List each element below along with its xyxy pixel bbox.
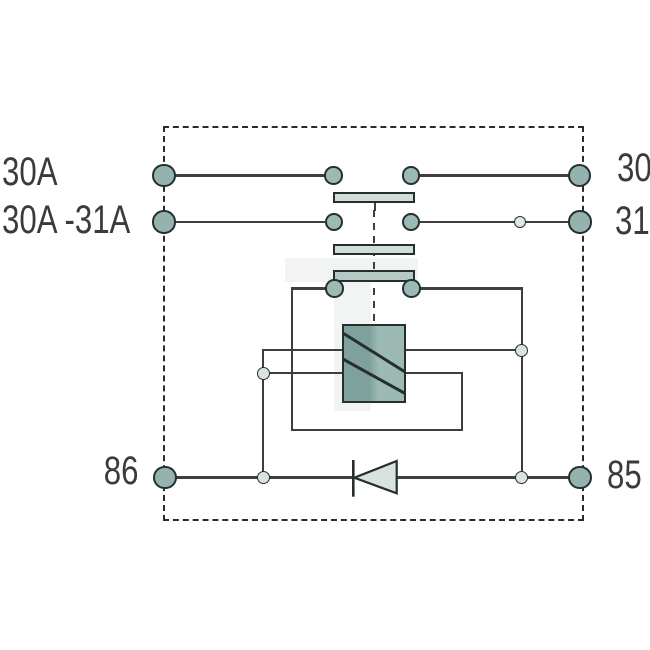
diode-triangle xyxy=(351,459,398,495)
terminal-30a-circle xyxy=(152,163,176,188)
terminal-30a31a-circle xyxy=(152,210,176,234)
wire-contact-to-31 xyxy=(410,220,581,224)
relay-housing-outline xyxy=(162,126,584,522)
actuator-dashed-line xyxy=(372,210,376,324)
coil-hatch-line xyxy=(343,356,404,394)
wire-bridge-tick xyxy=(373,201,377,211)
contact-point xyxy=(401,166,421,185)
label-terminal-86: 86 xyxy=(103,449,138,493)
terminal-85-circle xyxy=(568,465,592,490)
label-terminal-30a31a: 30A -31A xyxy=(2,198,131,242)
terminal-30-circle xyxy=(567,163,592,188)
label-terminal-30: 30 xyxy=(617,146,650,190)
junction-dot xyxy=(515,343,528,357)
relay-coil xyxy=(341,323,406,403)
contact-point xyxy=(325,279,344,298)
contact-point xyxy=(401,212,421,232)
wire-right-drop xyxy=(520,287,524,480)
terminal-86-circle xyxy=(153,465,177,490)
diode-icon xyxy=(351,459,398,497)
contact-point xyxy=(324,166,343,185)
wire-left-drop xyxy=(261,348,265,479)
label-terminal-85: 85 xyxy=(607,453,642,497)
contact-bridge-bar-top xyxy=(333,191,415,203)
junction-dot xyxy=(256,366,270,380)
connector-dot-31-line xyxy=(514,216,526,228)
contact-point xyxy=(402,279,421,298)
junction-dot xyxy=(256,471,270,484)
label-terminal-30a: 30A xyxy=(2,150,58,194)
wire-inner-bottom xyxy=(290,428,463,432)
label-terminal-31: 31 xyxy=(615,199,650,243)
wire-row3-right xyxy=(411,287,522,290)
wire-row3-left xyxy=(290,287,335,290)
contact-bridge-bar-middle xyxy=(333,243,415,255)
wire-contact-to-30 xyxy=(410,174,580,177)
coil-hatch-line xyxy=(343,330,404,373)
wire-row3-left-drop xyxy=(290,287,294,432)
wire-inner-riser xyxy=(460,371,464,431)
wire-30a-to-contact xyxy=(164,174,334,177)
terminal-31-circle xyxy=(568,210,592,234)
wire-30a31a-to-contact xyxy=(164,220,335,224)
contact-point xyxy=(324,212,344,232)
contact-bridge-bar-bottom xyxy=(333,270,415,282)
wire-diode-to-85 xyxy=(396,476,581,479)
junction-dot xyxy=(515,471,528,484)
